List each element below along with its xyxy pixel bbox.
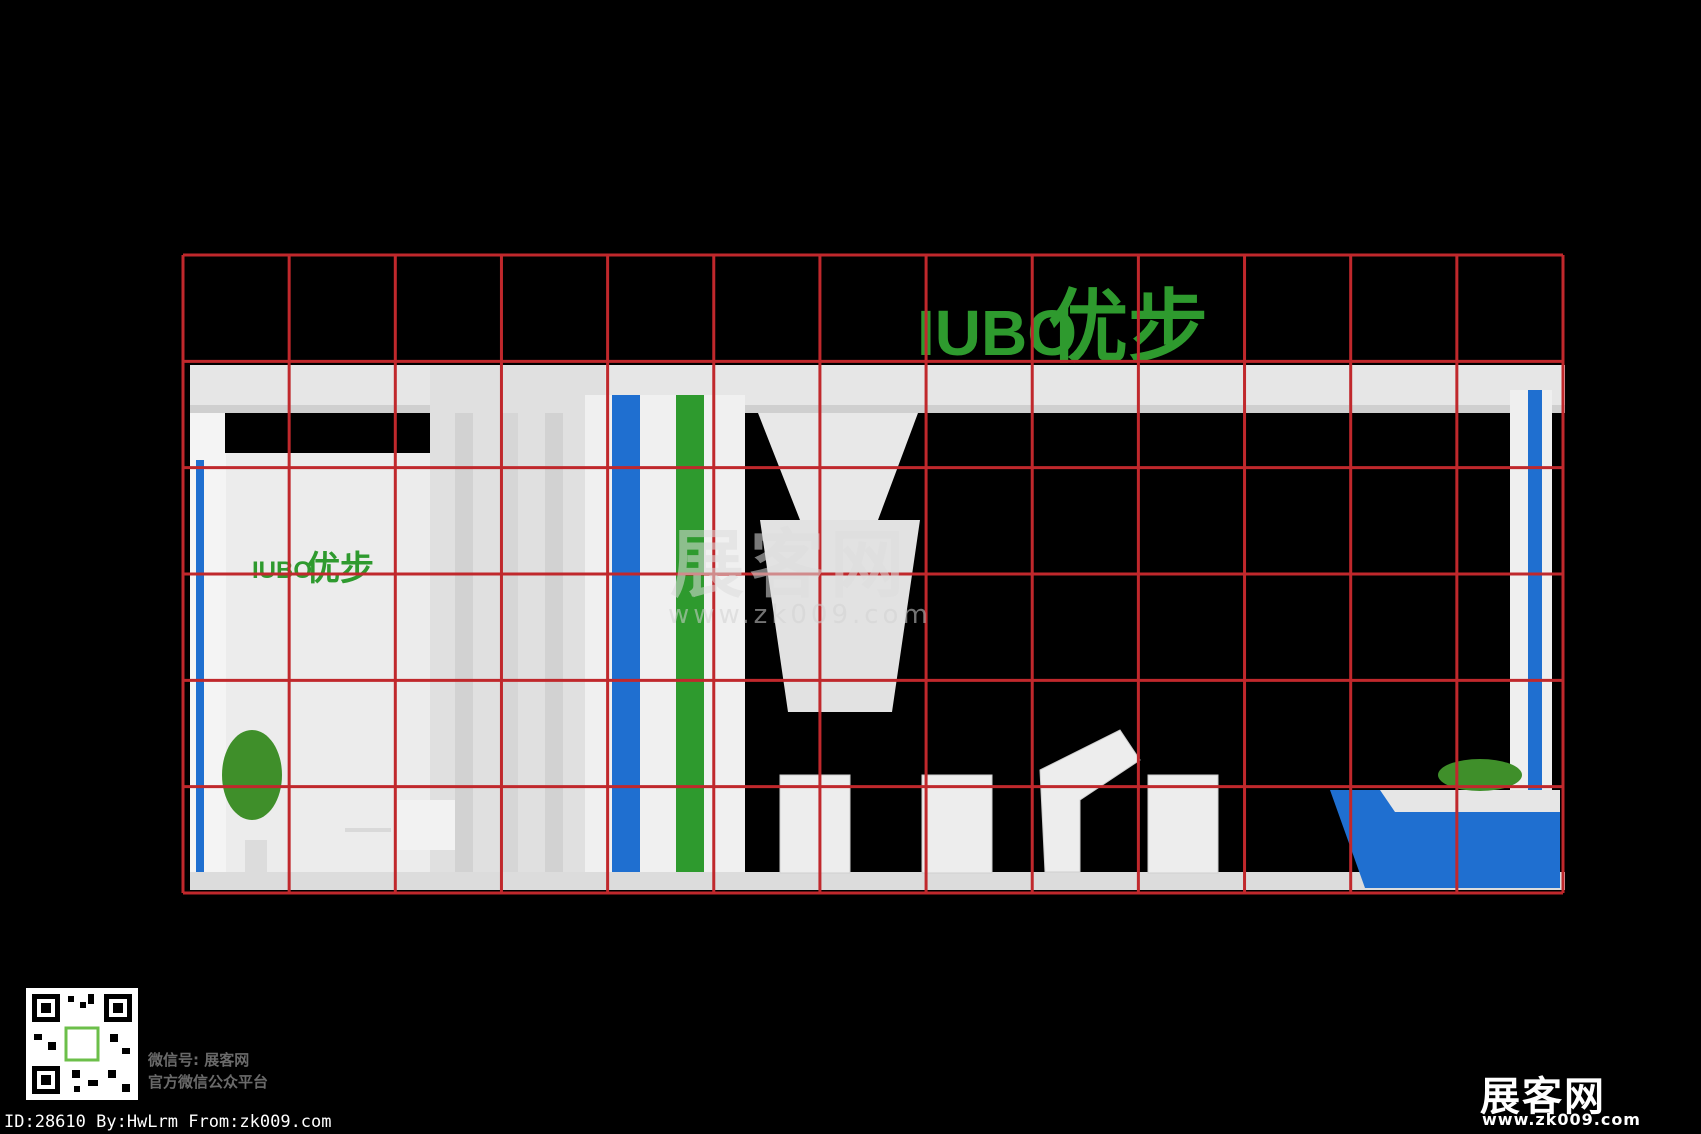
hanging-drape-lower [760, 520, 920, 712]
right-blue-stripe [1528, 390, 1542, 790]
floor-strip [190, 872, 1565, 890]
wall-sign-latin: IUBO [252, 557, 312, 584]
left-blue-stripe [196, 460, 204, 890]
left-wall-post [190, 413, 226, 890]
watermark-center-text: 展客网 [670, 522, 910, 608]
wechat-info: 微信号: 展客网 官方微信公众平台 [148, 1049, 268, 1093]
brand-logo-text: 展客网 [1480, 1073, 1606, 1120]
watermark-center-url: www.zk009.com [668, 600, 932, 630]
pillar-blue-stripe [612, 395, 640, 890]
plant-left [222, 730, 282, 820]
left-opening [225, 413, 430, 453]
counter-top [1380, 790, 1560, 812]
curtain-fold-3 [545, 413, 563, 890]
top-sign-latin: IUBO [917, 297, 1077, 369]
plant-pot [245, 840, 267, 888]
wechat-line-2: 官方微信公众平台 [148, 1073, 269, 1091]
footer-id-line: ID:28610 By:HwLrm From:zk009.com [4, 1112, 332, 1132]
treadmill-2 [921, 774, 993, 874]
curtain-fold-1 [455, 413, 473, 890]
top-beam-shade [190, 405, 1565, 413]
red-grid-overlay [181, 253, 1565, 895]
treadmill-1 [779, 774, 851, 874]
curtain-fold-2 [500, 413, 518, 890]
wall-sign-cn: 优步 [306, 549, 374, 589]
treadmill-3 [1039, 729, 1141, 873]
lounge-chair [395, 800, 455, 850]
lounge-table [345, 828, 391, 832]
qr-code-icon [26, 988, 138, 1100]
center-pillar [585, 395, 745, 890]
wechat-line-1: 微信号: 展客网 [148, 1051, 250, 1069]
treadmill-4 [1147, 774, 1219, 874]
plant-counter [1438, 759, 1522, 791]
brand-logo-url: www.zk009.com [1482, 1110, 1641, 1129]
top-sign-cn: 优步 [1048, 281, 1208, 374]
pillar-green-stripe [676, 395, 704, 890]
reception-counter [1330, 790, 1560, 888]
